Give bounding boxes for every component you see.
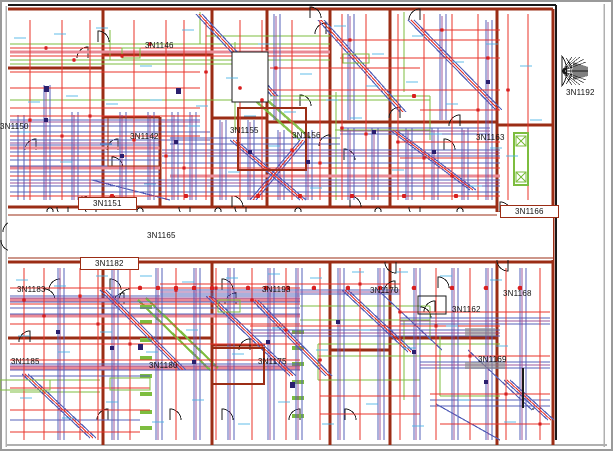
- corridor-band: [8, 212, 553, 260]
- room-tag-3n1175[interactable]: 3N1175: [258, 357, 287, 366]
- piping-upper-band: [10, 12, 542, 201]
- room-tag-3n1142[interactable]: 3N1142: [130, 132, 159, 141]
- room-tag-3n1165[interactable]: 3N1165: [147, 231, 176, 240]
- room-tag-3n1185[interactable]: 3N1185: [11, 357, 40, 366]
- piping-lower-band: [0, 268, 555, 441]
- room-tag-3n1183[interactable]: 3N1183: [17, 285, 46, 294]
- radial-stair-symbol-3n1192: [561, 55, 588, 87]
- room-tag-3n1169[interactable]: 3N1169: [478, 355, 507, 364]
- room-tag-3n1155[interactable]: 3N1155: [230, 126, 259, 135]
- room-tag-3n1166[interactable]: 3N1166: [500, 205, 559, 218]
- room-tag-3n1163[interactable]: 3N1163: [476, 133, 505, 142]
- bottom-marker: [532, 408, 534, 410]
- room-tag-3n1170[interactable]: 3N1170: [370, 286, 399, 295]
- room-tag-3n1182[interactable]: 3N1182: [80, 257, 139, 270]
- room-tag-3n1168[interactable]: 3N1168: [503, 289, 532, 298]
- room-tag-3n1193[interactable]: 3N1193: [262, 285, 291, 294]
- room-tag-3n1146[interactable]: 3N1146: [145, 41, 174, 50]
- room-tag-3n1162[interactable]: 3N1162: [452, 305, 481, 314]
- room-tag-3n1180[interactable]: 3N1180: [149, 361, 178, 370]
- room-tag-3n1150[interactable]: 3N1150: [0, 122, 29, 131]
- room-tag-3n1156[interactable]: 3N1156: [292, 131, 321, 140]
- room-tag-3n1192[interactable]: 3N1192: [566, 88, 595, 97]
- room-tag-3n1151[interactable]: 3N1151: [78, 197, 137, 210]
